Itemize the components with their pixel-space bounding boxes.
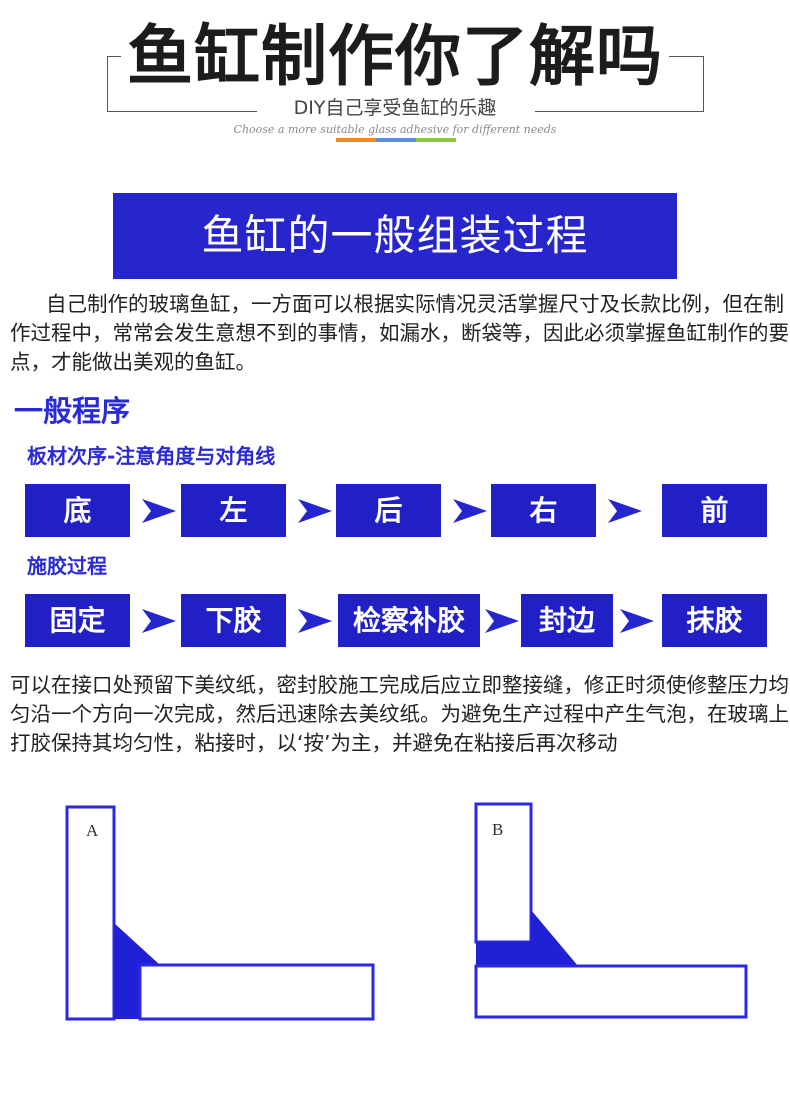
step-smooth-glue: 抹胶	[662, 594, 767, 647]
chevron-right-arrow-icon	[142, 609, 176, 633]
accent-bar-orange	[336, 138, 376, 142]
glue-process-title: 施胶过程	[27, 554, 107, 578]
page-subtitle: DIY自己享受鱼缸的乐趣	[293, 97, 497, 119]
header-frame-right	[703, 56, 704, 112]
header-frame-top-right	[643, 56, 703, 57]
notes-paragraph: 可以在接口处预留下美纹纸，密封胶施工完成后应立即整接缝，修正时须使修整压力均匀沿…	[10, 673, 789, 755]
header-frame-bottom-right	[535, 111, 704, 112]
header-frame-bottom-left	[107, 111, 257, 112]
chevron-right-arrow-icon	[453, 499, 487, 523]
intro-paragraph: 自己制作的玻璃鱼缸，一方面可以根据实际情况灵活掌握尺寸及长款比例，但在制作过程中…	[10, 292, 789, 374]
chevron-right-arrow-icon	[608, 499, 642, 523]
chevron-right-arrow-icon	[142, 499, 176, 523]
procedure-title: 一般程序	[14, 394, 131, 428]
accent-bar-blue	[376, 138, 416, 142]
diagram-a-label: A	[86, 821, 99, 840]
step-back: 后	[336, 484, 441, 537]
step-right: 右	[491, 484, 596, 537]
step-front: 前	[662, 484, 767, 537]
accent-bar-green	[416, 138, 456, 142]
step-inspect-reglue: 检察补胶	[338, 594, 480, 647]
header-frame-left	[107, 56, 108, 112]
chevron-right-arrow-icon	[298, 609, 332, 633]
page-title: 鱼缸制作你了解吗	[0, 14, 790, 100]
chevron-right-arrow-icon	[620, 609, 654, 633]
chevron-right-arrow-icon	[298, 499, 332, 523]
joint-diagram-a: A	[65, 805, 375, 1021]
step-left: 左	[181, 484, 286, 537]
step-fix: 固定	[25, 594, 130, 647]
joint-diagram-b: B	[474, 802, 748, 1019]
step-bottom: 底	[25, 484, 130, 537]
chevron-right-arrow-icon	[485, 609, 519, 633]
step-apply-glue: 下胶	[181, 594, 286, 647]
diagram-b-label: B	[492, 820, 503, 839]
step-seal-edge: 封边	[521, 594, 613, 647]
page-subtitle-english: Choose a more suitable glass adhesive fo…	[233, 123, 557, 136]
section-banner: 鱼缸的一般组装过程	[113, 193, 677, 279]
panel-order-title: 板材次序-注意角度与对角线	[27, 444, 276, 468]
